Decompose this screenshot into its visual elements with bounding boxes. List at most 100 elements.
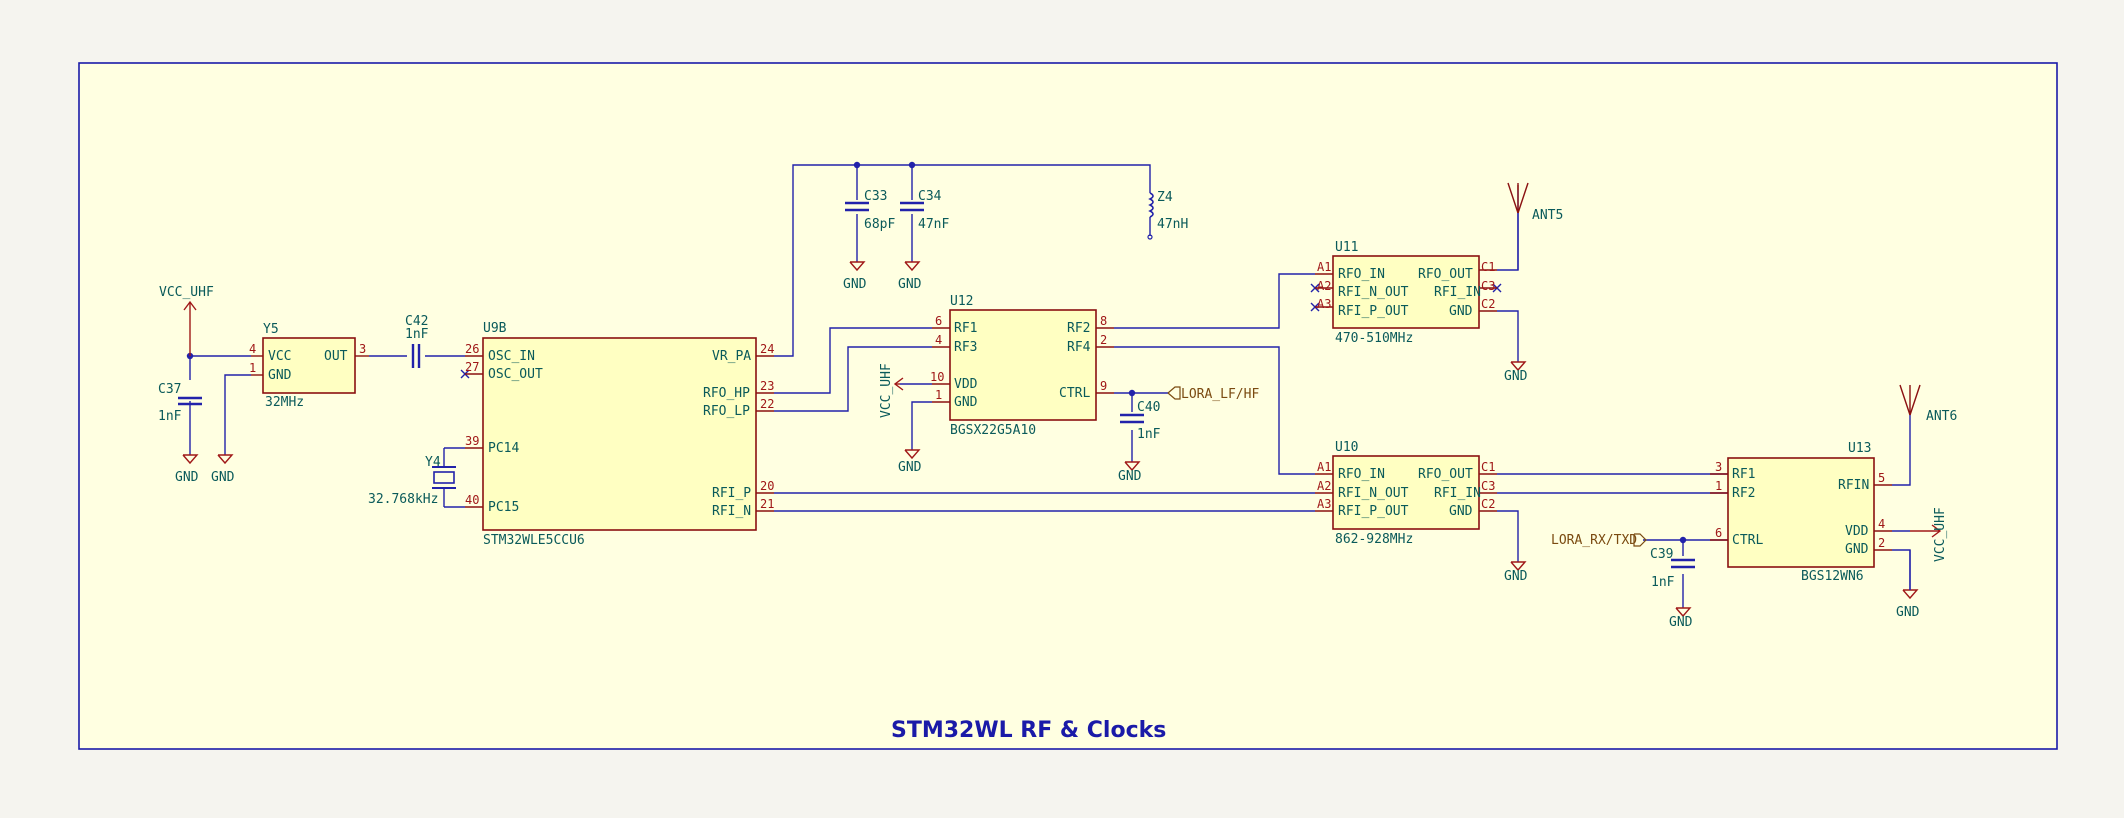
u11-value: 470-510MHz — [1335, 331, 1413, 346]
sheet-title: STM32WL RF & Clocks — [891, 718, 1166, 743]
u9b-pinnum-22: 22 — [760, 397, 774, 411]
z4-ref: Z4 — [1157, 190, 1173, 205]
u11-pinnum-a2: A2 — [1317, 279, 1331, 293]
u11-pinnum-c2: C2 — [1481, 297, 1495, 311]
y5-pinnum-1: 1 — [249, 361, 256, 375]
gnd-label-c39: GND — [1669, 615, 1693, 630]
u12-pinnum-8: 8 — [1100, 314, 1107, 328]
c37-ref: C37 — [158, 382, 181, 397]
junctions — [186, 161, 1687, 544]
u9b-pinnum-21: 21 — [760, 497, 774, 511]
u13-right-wires — [1892, 415, 1911, 590]
u9b-pin-pc15: PC15 — [488, 500, 519, 515]
c33-value: 68pF — [864, 217, 895, 232]
u13-pin-rfin: RFIN — [1838, 478, 1869, 493]
u12-pin-rf4: RF4 — [1067, 340, 1091, 355]
gnd-label-u10: GND — [1504, 569, 1528, 584]
switch-u12[interactable]: U12 BGSX22G5A10 RF1 RF3 VDD GND RF2 RF4 … — [930, 294, 1114, 438]
u12-pinnum-10: 10 — [930, 370, 944, 384]
u11-pin-rfi-n-out: RFI_N_OUT — [1338, 285, 1409, 300]
c42-ref: C42 — [405, 314, 428, 329]
gnd-label-y5: GND — [211, 470, 235, 485]
capacitor-c34[interactable]: C34 47nF — [900, 189, 949, 232]
capacitor-c39[interactable]: C39 1nF — [1650, 547, 1695, 590]
antenna-ant5[interactable]: ANT5 — [1507, 182, 1563, 223]
gnd-label-c34: GND — [898, 277, 922, 292]
u11-pinnum-c1: C1 — [1481, 260, 1495, 274]
oscillator-y5[interactable]: Y5 32MHz VCC GND OUT 4 1 3 — [249, 322, 369, 410]
capacitor-c40[interactable]: C40 1nF — [1120, 400, 1161, 442]
u13-ref: U13 — [1848, 441, 1871, 456]
u13-pinnum-4: 4 — [1878, 517, 1885, 531]
u12-pin-gnd: GND — [954, 395, 978, 410]
u9b-pinnum-39: 39 — [465, 434, 479, 448]
net-label-lora-rx-tx: LORA_RX/TXD — [1551, 533, 1647, 548]
antenna-ant6[interactable]: ANT6 — [1899, 384, 1957, 424]
u13-pin-rf2: RF2 — [1732, 486, 1755, 501]
c37-value: 1nF — [158, 409, 182, 424]
y5-pin-out: OUT — [324, 349, 348, 364]
u9b-pinnum-27: 27 — [465, 360, 479, 374]
u10-pin-rfi-in: RFI_IN — [1434, 486, 1481, 501]
capacitor-c33[interactable]: C33 68pF — [845, 189, 895, 232]
u9b-value: STM32WLE5CCU6 — [483, 533, 585, 548]
u9b-pinnum-24: 24 — [760, 342, 774, 356]
lora-rx-tx-text: LORA_RX/TXD — [1551, 533, 1637, 548]
u11-ref: U11 — [1335, 240, 1358, 255]
y5-value: 32MHz — [265, 395, 304, 410]
u12-pinnum-9: 9 — [1100, 379, 1107, 393]
u11-pin-rfo-out: RFO_OUT — [1418, 267, 1473, 282]
u10-pinnum-c3: C3 — [1481, 479, 1495, 493]
c39-value: 1nF — [1651, 575, 1675, 590]
u12-ref: U12 — [950, 294, 973, 309]
filter-u11[interactable]: U11 470-510MHz RFO_IN RFI_N_OUT RFI_P_OU… — [1315, 240, 1497, 346]
capacitor-c42[interactable]: C42 1nF — [405, 314, 429, 368]
u10-pin-gnd: GND — [1449, 504, 1473, 519]
u9b-pin-osc-out: OSC_OUT — [488, 367, 543, 382]
gnd-label-c33: GND — [843, 277, 867, 292]
u10-pinnum-c2: C2 — [1481, 497, 1495, 511]
u10-pinnum-c1: C1 — [1481, 460, 1495, 474]
c34-ref: C34 — [918, 189, 942, 204]
y5-pinnum-4: 4 — [249, 342, 256, 356]
u10-pinnum-a1: A1 — [1317, 460, 1331, 474]
u9b-pin-vr-pa: VR_PA — [712, 349, 751, 364]
u9b-pinnum-40: 40 — [465, 493, 479, 507]
u13-value: BGS12WN6 — [1801, 569, 1864, 584]
y5-pin-vcc: VCC — [268, 349, 291, 364]
u9b-pinnum-26: 26 — [465, 342, 479, 356]
u12-pin-vdd: VDD — [954, 377, 978, 392]
u9b-pin-rfi-n: RFI_N — [712, 504, 751, 519]
u12-value: BGSX22G5A10 — [950, 423, 1036, 438]
u12-pinnum-1: 1 — [935, 388, 942, 402]
c40-value: 1nF — [1137, 427, 1161, 442]
u12-pinnum-2: 2 — [1100, 333, 1107, 347]
u12-pinnum-4: 4 — [935, 333, 942, 347]
y5-pinnum-3: 3 — [359, 342, 366, 356]
u9b-pin-rfi-p: RFI_P — [712, 486, 751, 501]
u13-pin-rf1: RF1 — [1732, 467, 1755, 482]
crystal-y4[interactable]: Y4 32.768kHz — [368, 455, 456, 507]
vcc-uhf-label-2: VCC_UHF — [879, 363, 894, 418]
gnd-label-u12: GND — [898, 460, 922, 475]
u11-pinnum-a1: A1 — [1317, 260, 1331, 274]
ant6-ref: ANT6 — [1926, 409, 1957, 424]
u12-pin-rf3: RF3 — [954, 340, 977, 355]
u10-pinnum-a2: A2 — [1317, 479, 1331, 493]
capacitor-c37[interactable]: C37 1nF — [158, 382, 202, 424]
u9b-pin-pc14: PC14 — [488, 441, 519, 456]
gnd-symbols — [182, 261, 1919, 618]
u9b-pin-rfo-hp: RFO_HP — [703, 386, 750, 401]
u11-pin-gnd: GND — [1449, 304, 1473, 319]
u12-pin-ctrl: CTRL — [1059, 386, 1090, 401]
inductor-z4[interactable]: Z4 47nH — [1147, 190, 1188, 240]
filter-u10[interactable]: U10 862-928MHz RFO_IN RFI_N_OUT RFI_P_OU… — [1315, 440, 1497, 547]
switch-u13[interactable]: U13 BGS12WN6 RF1 RF2 CTRL RFIN VDD GND 3… — [1710, 441, 1892, 584]
vcc-uhf-label-1: VCC_UHF — [159, 285, 214, 300]
u9b-pinnum-20: 20 — [760, 479, 774, 493]
vcc-uhf-symbol-1: VCC_UHF — [159, 285, 214, 356]
u11-pin-rfi-in: RFI_IN — [1434, 285, 1481, 300]
gnd-label-u11: GND — [1504, 369, 1528, 384]
u13-pinnum-2: 2 — [1878, 536, 1885, 550]
mcu-u9b[interactable]: U9B STM32WLE5CCU6 OSC_IN OSC_OUT PC14 PC… — [465, 321, 774, 548]
